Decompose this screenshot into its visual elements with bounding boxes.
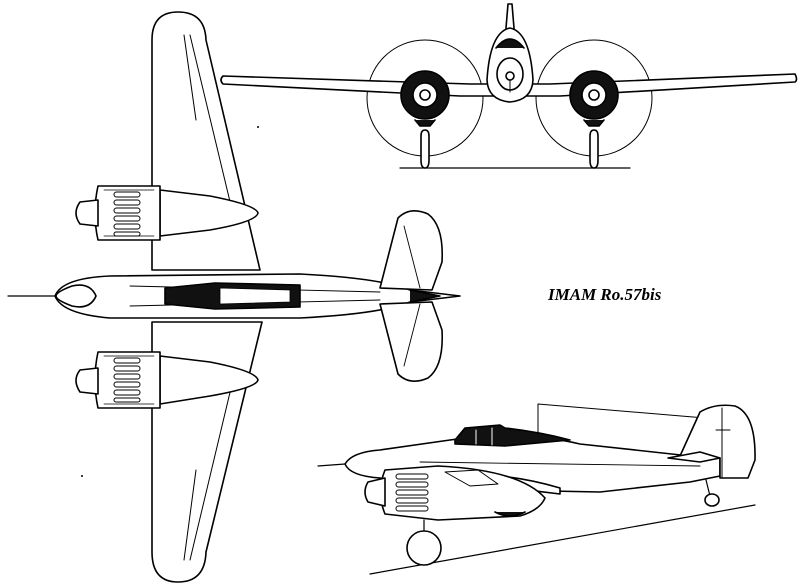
side-view-engine: [365, 466, 545, 520]
front-view-left-engine: [401, 71, 449, 126]
top-view: [8, 12, 460, 582]
side-view-canopy: [455, 425, 570, 446]
aircraft-caption: IMAM Ro.57bis: [548, 285, 662, 304]
top-view-lower-engine: [76, 352, 258, 408]
side-view-main-wheel: [407, 531, 441, 565]
front-view-right-gear: [590, 130, 598, 168]
side-view-tail-wheel: [705, 494, 719, 506]
side-view: [318, 404, 755, 574]
top-view-lower-tailplane: [380, 302, 442, 381]
side-view-fin: [680, 405, 755, 478]
front-view: [221, 4, 797, 168]
top-view-upper-engine: [76, 186, 258, 240]
top-view-upper-tailplane: [380, 211, 442, 290]
front-view-right-engine: [570, 71, 618, 126]
front-view-left-gear: [421, 130, 429, 168]
